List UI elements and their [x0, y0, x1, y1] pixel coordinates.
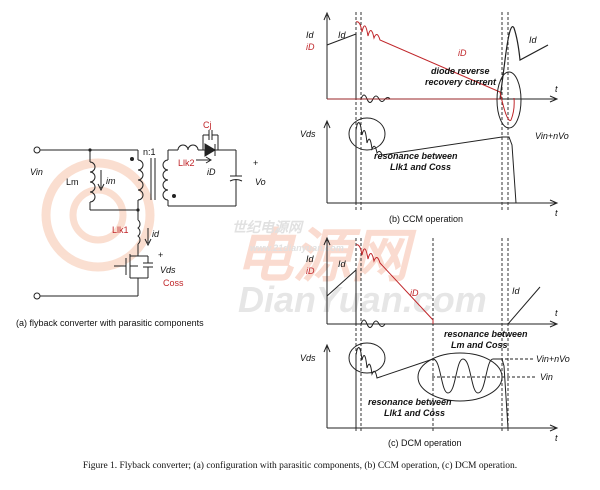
panel-a-circuit	[33, 130, 243, 300]
dcm-curve-label-iD: iD	[410, 288, 419, 298]
figure-caption: Figure 1. Flyback converter; (a) configu…	[82, 461, 518, 471]
llk2-inductor	[177, 144, 199, 151]
dcm-ylabel-vds: Vds	[300, 353, 316, 363]
llk1-inductor	[137, 219, 141, 245]
label-id-primary: id	[152, 229, 160, 239]
ccm-vds-curve	[327, 122, 540, 204]
label-vds: Vds	[160, 265, 176, 275]
panel-c-dcm	[323, 236, 559, 432]
lm-inductor	[89, 161, 96, 203]
ccm-id-curve	[326, 33, 361, 100]
vin-terminal-top	[33, 146, 41, 154]
panel-c-title: (c) DCM operation	[388, 438, 462, 448]
ccm-curve-label-id: Id	[338, 30, 347, 40]
ccm-t-top: t	[555, 84, 558, 94]
label-coss: Coss	[163, 278, 184, 288]
ccm-ylabel-iD: iD	[306, 42, 315, 52]
dcm-llk1-resonance-ellipse	[348, 342, 386, 374]
label-im: im	[106, 176, 116, 186]
watermark: 电源网 世纪电源网 www.21dianyuan.com DianYuan.co…	[41, 158, 487, 320]
dcm-vin-nvo: Vin+nVo	[536, 354, 570, 364]
label-lm: Lm	[66, 177, 79, 187]
watermark-url: www.21dianyuan.com	[250, 243, 344, 253]
dcm-curve-label-id: Id	[338, 259, 347, 269]
secondary-winding	[162, 159, 169, 201]
dcm-res-top-1: resonance between	[444, 329, 528, 339]
ccm-note-diode-2: recovery current	[425, 77, 497, 87]
polarity-dot-primary	[130, 157, 134, 161]
dcm-ylabel-id: Id	[306, 254, 315, 264]
dcm-lm-resonance-ellipse	[417, 352, 503, 402]
label-vin: Vin	[30, 167, 43, 177]
ccm-curve-label-iD: iD	[458, 48, 467, 58]
dcm-res-2: Llk1 and Coss	[384, 408, 445, 418]
dcm-t-top: t	[555, 308, 558, 318]
ccm-ylabel-vds: Vds	[300, 129, 316, 139]
ccm-curve-label-id-right: Id	[529, 35, 538, 45]
dcm-curve-label-id-right: Id	[512, 286, 521, 296]
panel-b-ccm	[323, 11, 559, 210]
dcm-t-bottom: t	[555, 433, 558, 443]
panel-a-title: (a) flyback converter with parasitic com…	[16, 318, 204, 328]
panel-b-title: (b) CCM operation	[389, 214, 463, 224]
watermark-en: DianYuan.com	[238, 279, 487, 320]
ccm-ylabel-id: Id	[306, 30, 315, 40]
dcm-vin: Vin	[540, 372, 553, 382]
label-cj: Cj	[203, 120, 212, 130]
figure: 电源网 世纪电源网 www.21dianyuan.com DianYuan.co…	[16, 11, 570, 448]
label-plus-vds: +	[158, 250, 163, 260]
watermark-logo	[41, 158, 155, 272]
ccm-res-1: resonance between	[374, 151, 458, 161]
label-vo: Vo	[255, 177, 266, 187]
polarity-dot-secondary	[172, 194, 176, 198]
label-plus-vo: +	[253, 158, 258, 168]
ccm-note-diode-1: diode reverse	[431, 66, 490, 76]
dcm-iD-curve	[355, 244, 434, 324]
ccm-recovery-ellipse	[496, 71, 522, 129]
ccm-resonance-ellipse	[348, 117, 386, 151]
watermark-cn-small: 世纪电源网	[232, 219, 304, 235]
watermark-cn: 电源网	[235, 224, 417, 289]
ccm-vin-nvo: Vin+nVo	[535, 131, 569, 141]
dcm-res-top-2: Lm and Coss	[451, 340, 508, 350]
label-ratio: n:1	[143, 147, 156, 157]
dcm-id-curve	[326, 268, 541, 328]
ccm-res-2: Llk1 and Coss	[390, 162, 451, 172]
label-llk2: Llk2	[178, 158, 195, 168]
label-id-secondary: iD	[207, 167, 216, 177]
vin-terminal-bottom	[33, 292, 41, 300]
ccm-t-bottom: t	[555, 208, 558, 218]
ccm-iD-curve	[355, 21, 515, 121]
primary-winding	[137, 159, 144, 201]
dcm-res-1: resonance between	[368, 397, 452, 407]
label-llk1: Llk1	[112, 225, 129, 235]
diode	[204, 143, 216, 157]
dcm-ylabel-iD: iD	[306, 266, 315, 276]
